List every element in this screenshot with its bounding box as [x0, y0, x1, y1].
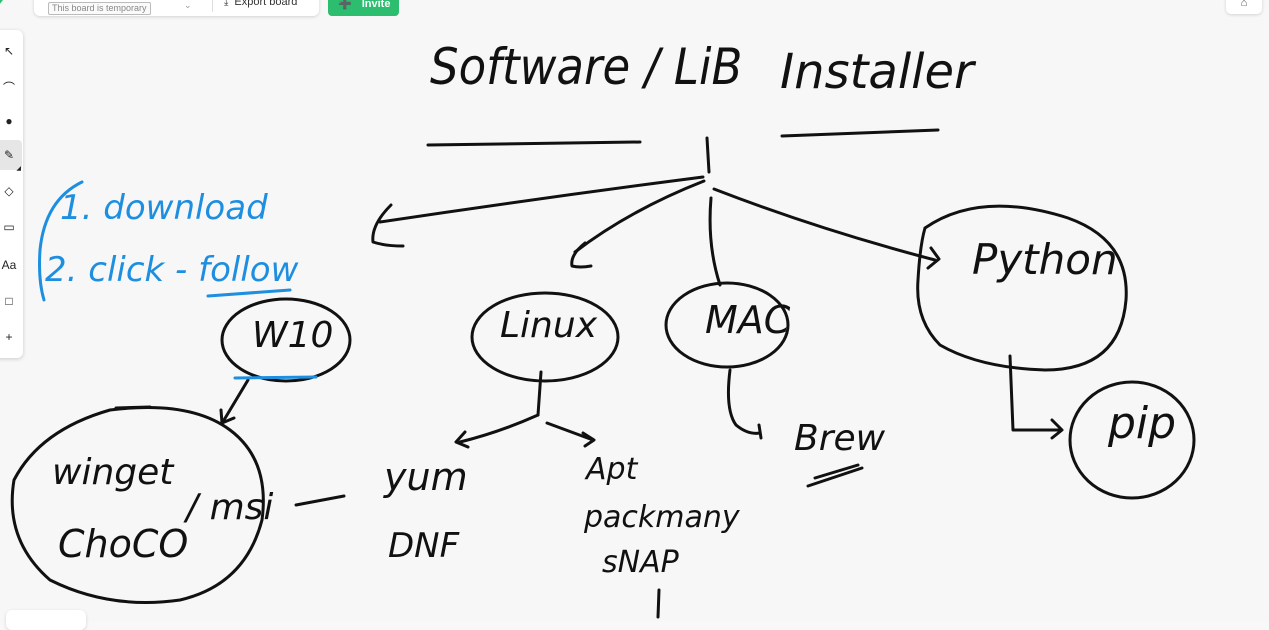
node-apt-label: Apt — [586, 452, 638, 487]
linux-to-yum — [458, 413, 540, 444]
brew-underline — [806, 463, 864, 488]
w10-circle — [220, 297, 352, 383]
node-pip-label: pip — [1108, 398, 1177, 449]
winget-circle — [10, 406, 265, 604]
add-tool-button[interactable]: + — [0, 326, 20, 348]
title-left-underline — [426, 140, 642, 147]
linux-stem — [536, 370, 543, 417]
eraser-icon: ◇ — [4, 184, 14, 198]
header-divider — [212, 0, 213, 12]
sticky-note-tool-button[interactable]: □ — [0, 290, 20, 312]
app-logo-icon[interactable]: ✔ — [0, 0, 7, 8]
node-linux-label: Linux — [500, 305, 597, 346]
home-icon: ⌂ — [1240, 0, 1248, 9]
node-packman-label: packmany — [584, 500, 740, 535]
sticky-note-icon: □ — [5, 294, 13, 308]
apt-arrow-head — [581, 431, 596, 448]
drawing-toolbar: ↖ ⌒ ● ✎ ◢ ◇ ▭ Aa □ + — [0, 30, 23, 358]
step-click-follow: 2. click - follow — [45, 250, 299, 290]
bottom-panel[interactable] — [6, 610, 86, 630]
text-icon: Aa — [1, 258, 17, 272]
node-dnf-label: DNF — [388, 526, 460, 566]
arrow-linux-head — [570, 241, 593, 269]
palette-icon: ● — [5, 114, 13, 128]
board-header: This board is temporary ⌄ ⤓ Export board — [34, 0, 319, 16]
node-winget-label: winget — [52, 452, 174, 493]
mac-to-brew — [727, 368, 762, 435]
plus-icon: + — [5, 330, 13, 344]
w10-arrow-head — [219, 408, 236, 425]
chevron-down-icon[interactable]: ⌄ — [184, 0, 192, 10]
export-icon: ⤓ — [224, 0, 229, 8]
node-yum-label: yum — [384, 455, 468, 499]
node-msi-label: / msi — [186, 487, 274, 528]
rectangle-icon: ▭ — [3, 220, 15, 234]
add-user-icon: ➕ — [338, 0, 352, 10]
branch-windows — [378, 175, 705, 224]
title-software-lib: Software / LiB — [430, 38, 743, 96]
node-mac-label: MAC — [705, 298, 791, 342]
w10-blue-underline — [233, 375, 318, 380]
branch-python — [712, 187, 937, 262]
color-tool-button[interactable]: ● — [0, 110, 20, 132]
pip-arrow-head — [1050, 418, 1064, 440]
select-tool-button[interactable]: ↖ — [0, 40, 20, 62]
python-circle — [916, 204, 1128, 372]
home-button[interactable]: ⌂ — [1226, 0, 1262, 14]
curve-icon: ⌒ — [2, 80, 15, 95]
stem-line — [705, 136, 711, 174]
invite-label: Invite — [361, 0, 391, 10]
node-snap-label: sNAP — [602, 545, 679, 580]
export-board-button[interactable]: ⤓ Export board — [218, 0, 318, 16]
arrow-windows-head — [371, 203, 405, 248]
text-tool-button[interactable]: Aa — [0, 254, 20, 276]
temporary-board-tag: This board is temporary — [48, 2, 151, 15]
arrow-python-head — [926, 246, 941, 270]
winget-top-mark — [114, 405, 152, 410]
submenu-indicator-icon: ◢ — [16, 166, 21, 172]
step-download: 1. download — [60, 188, 268, 228]
w10-to-winget — [222, 378, 250, 422]
export-board-label: Export board — [234, 0, 298, 8]
node-w10-label: W10 — [252, 315, 334, 356]
pen-icon: ✎ — [3, 148, 15, 162]
node-brew-label: Brew — [794, 418, 886, 459]
cursor-icon: ↖ — [3, 44, 15, 58]
linux-to-apt — [545, 421, 595, 442]
title-right-underline — [780, 128, 940, 138]
snap-tail-line — [656, 588, 661, 619]
pip-circle — [1068, 380, 1196, 500]
branch-linux — [573, 179, 706, 254]
node-python-label: Python — [972, 235, 1118, 284]
yum-arrow-head — [454, 430, 470, 449]
brew-arrow-head — [757, 423, 763, 440]
node-choco-label: ChoCO — [58, 522, 189, 566]
dash-connector — [294, 494, 346, 507]
pen-tool-button[interactable]: ✎ ◢ — [0, 140, 22, 172]
follow-underline — [206, 288, 292, 298]
python-to-pip — [1008, 354, 1062, 432]
mac-circle — [664, 281, 790, 369]
invite-button[interactable]: ➕ Invite — [328, 0, 399, 16]
eraser-tool-button[interactable]: ◇ — [0, 180, 20, 202]
steps-bracket — [38, 180, 84, 302]
shape-tool-button[interactable]: ▭ — [0, 216, 20, 238]
connector-tool-button[interactable]: ⌒ — [0, 76, 20, 98]
linux-circle — [470, 291, 620, 383]
title-installer: Installer — [780, 44, 974, 100]
branch-mac — [708, 196, 722, 287]
